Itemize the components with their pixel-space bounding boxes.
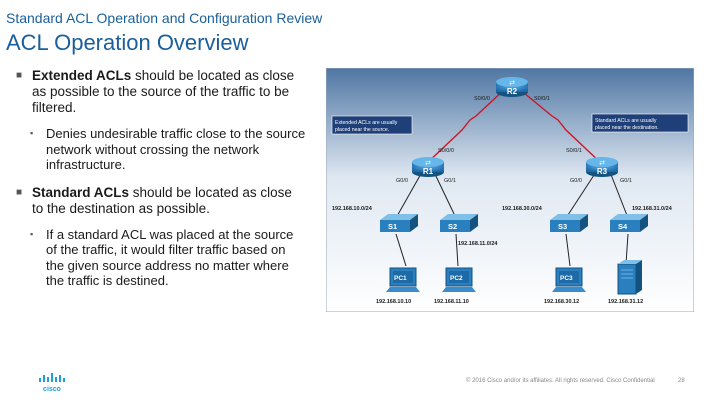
cisco-logo: cisco xyxy=(38,372,66,399)
callout-line: placed near the source. xyxy=(335,127,389,133)
interface-label: G0/0 xyxy=(570,178,582,184)
callout-line: Standard ACLs are usually xyxy=(595,118,657,124)
serial-link-r1-r2 xyxy=(425,87,507,165)
slide-footer: cisco © 2016 Cisco and/or its affiliates… xyxy=(0,368,720,398)
sub-bullet-text: Denies undesirable traffic close to the … xyxy=(46,126,306,172)
interface-label: S0/0/1 xyxy=(566,148,582,154)
bullet-text: should be located as close as possible t… xyxy=(32,68,295,115)
network-label: 192.168.31.0/24 xyxy=(632,206,673,212)
bullet-standard-acls: ■ Standard ACLs should be located as clo… xyxy=(16,185,306,217)
switch-label: S4 xyxy=(618,222,628,231)
host-address: 192.168.30.12 xyxy=(544,299,579,305)
bullet-bold-text: Standard ACLs xyxy=(32,184,130,200)
switch-s3: S3 xyxy=(550,214,588,232)
slide-subtitle: Standard ACL Operation and Configuration… xyxy=(6,10,323,26)
host-address: 192.168.10.10 xyxy=(376,299,411,305)
cisco-bridge-icon: cisco xyxy=(39,373,65,393)
link-s3-pc3 xyxy=(565,233,571,267)
pc-label: PC2 xyxy=(450,275,463,282)
callout-line: Extended ACLs are usually xyxy=(335,120,398,126)
switch-label: S1 xyxy=(388,222,397,231)
interface-label: G0/1 xyxy=(620,178,632,184)
pc-pc1: PC1 xyxy=(386,267,420,292)
callout-standard: Standard ACLs are usually placed near th… xyxy=(591,113,689,133)
router-r3: ⇄ R3 xyxy=(586,157,618,177)
switch-s1: S1 xyxy=(380,214,418,232)
copyright-text: © 2016 Cisco and/or its affiliates. All … xyxy=(466,378,655,384)
pc-label: PC3 xyxy=(560,275,573,282)
router-arrows-icon: ⇄ xyxy=(509,80,515,87)
interface-label: S0/0/0 xyxy=(474,96,490,102)
pc-pc2: PC2 xyxy=(442,267,476,292)
bullet-dot-icon: ▪ xyxy=(30,128,34,138)
serial-link-r2-r3 xyxy=(517,87,603,165)
slide-title: ACL Operation Overview xyxy=(6,30,249,55)
sub-bullet-text: If a standard ACL was placed at the sour… xyxy=(46,226,294,289)
bullet-dot-icon: ▪ xyxy=(30,228,34,239)
link-s4-server xyxy=(625,233,629,265)
interface-label: S0/0/0 xyxy=(438,148,454,154)
server-icon xyxy=(617,260,642,295)
bullet-list: ■ Extended ACLs should be located as clo… xyxy=(16,68,306,301)
callout-line: placed near the destination. xyxy=(595,125,659,131)
logo-text: cisco xyxy=(43,386,61,393)
router-arrows-icon: ⇄ xyxy=(425,160,431,167)
network-label: 192.168.30.0/24 xyxy=(502,206,543,212)
host-address: 192.168.31.12 xyxy=(608,299,643,305)
network-label: 192.168.10.0/24 xyxy=(332,206,373,212)
router-label: R2 xyxy=(507,87,518,96)
router-arrows-icon: ⇄ xyxy=(599,160,605,167)
link-s2-pc2 xyxy=(455,233,459,267)
interface-label: G0/0 xyxy=(396,178,408,184)
sub-bullet-extended: ▪ Denies undesirable traffic close to th… xyxy=(16,126,306,173)
switch-label: S3 xyxy=(558,222,567,231)
bullet-square-icon: ■ xyxy=(16,70,23,81)
interface-label: S0/0/1 xyxy=(534,96,550,102)
router-label: R1 xyxy=(423,167,434,176)
bullet-square-icon: ■ xyxy=(16,186,23,198)
network-label: 192.168.11.0/24 xyxy=(458,241,498,247)
interface-label: G0/1 xyxy=(444,178,456,184)
switch-s4: S4 xyxy=(610,214,648,232)
bullet-extended-acls: ■ Extended ACLs should be located as clo… xyxy=(16,68,306,116)
bullet-text: should be located as close to the destin… xyxy=(32,184,292,216)
link-r3-s4 xyxy=(609,171,629,219)
bullet-bold-text: Extended ACLs xyxy=(32,68,132,83)
router-r1: ⇄ R1 xyxy=(412,157,444,177)
link-r1-s1 xyxy=(395,171,423,219)
switch-s2: S2 xyxy=(440,214,478,232)
host-address: 192.168.11.10 xyxy=(434,299,469,305)
link-s1-pc1 xyxy=(395,233,407,267)
pc-pc3: PC3 xyxy=(552,267,586,292)
router-label: R3 xyxy=(597,167,608,176)
link-r3-s3 xyxy=(565,171,597,219)
link-r1-s2 xyxy=(433,171,457,219)
switch-label: S2 xyxy=(448,222,457,231)
network-topology-diagram: ⇄ R2 ⇄ R1 ⇄ R3 S0/0/0 S0/0/1 S0/0/0 G0/0… xyxy=(326,68,694,312)
callout-extended: Extended ACLs are usually placed near th… xyxy=(331,115,413,135)
pc-label: PC1 xyxy=(394,275,407,282)
sub-bullet-standard: ▪ If a standard ACL was placed at the so… xyxy=(16,227,306,289)
router-r2: ⇄ R2 xyxy=(496,77,528,97)
page-number: 28 xyxy=(678,378,685,384)
